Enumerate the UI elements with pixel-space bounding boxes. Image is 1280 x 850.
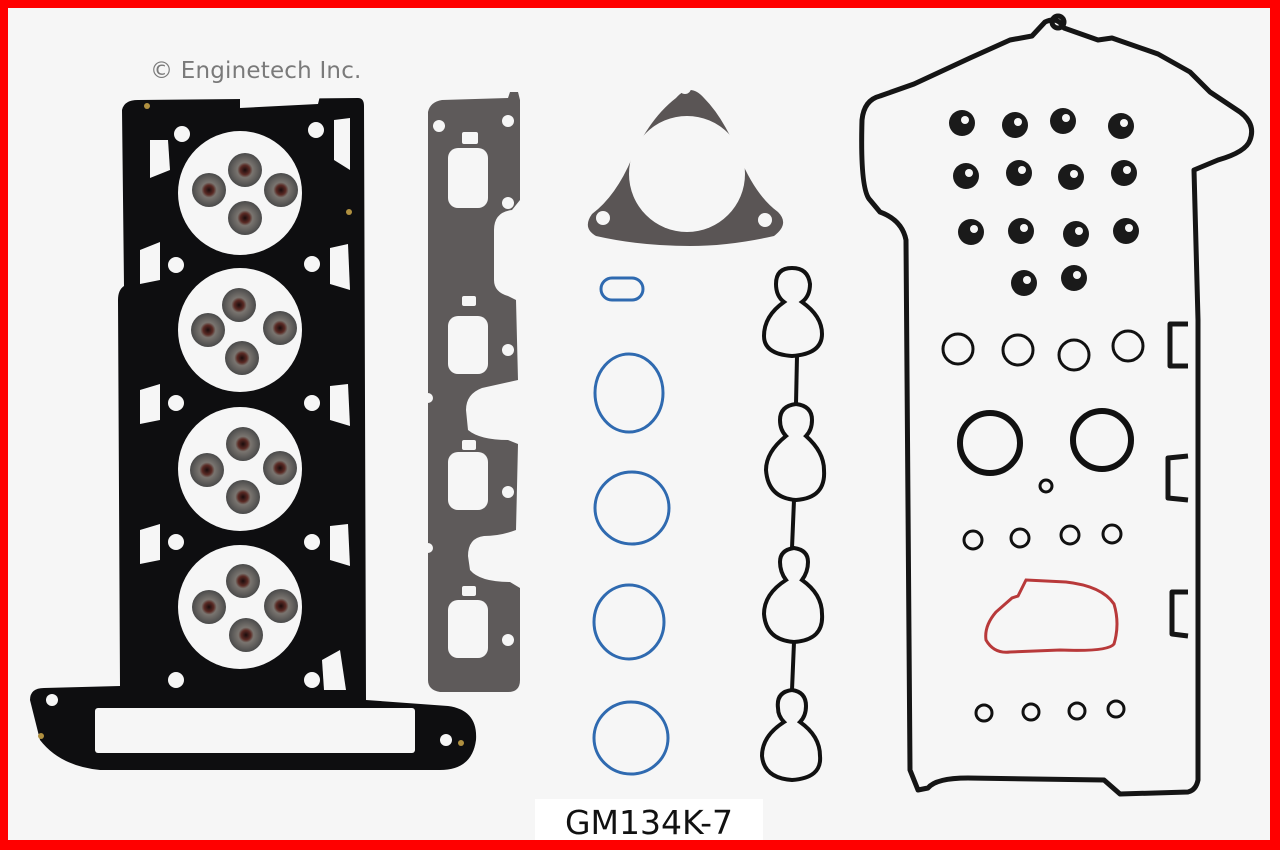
part-number-label: GM134K-7	[535, 799, 763, 840]
gasket-kit-illustration	[30, 13, 1255, 797]
valve-stem-seals	[190, 153, 298, 652]
exhaust-flange-gasket	[587, 82, 784, 246]
spark-plug-tube-grommets	[949, 108, 1139, 296]
copyright-watermark: © Enginetech Inc.	[150, 58, 362, 84]
intake-manifold-gasket	[759, 265, 827, 783]
exhaust-manifold-gasket	[423, 92, 520, 692]
black-o-rings	[941, 329, 1145, 723]
photo-frame: © Enginetech Inc. GM134K-7	[8, 8, 1270, 840]
valve-cover-gasket	[859, 13, 1255, 797]
red-silicone-gasket	[984, 578, 1119, 654]
blue-o-rings	[592, 276, 671, 776]
